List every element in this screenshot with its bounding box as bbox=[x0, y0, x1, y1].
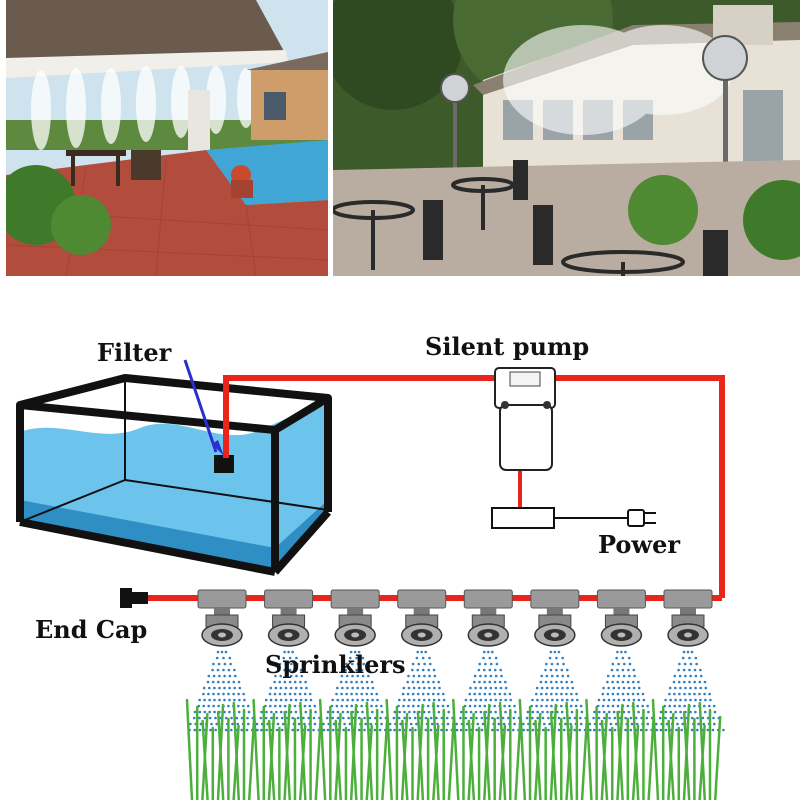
photo-patio-misting bbox=[6, 0, 328, 276]
tee-fitting bbox=[463, 589, 513, 609]
tee-fitting bbox=[397, 589, 447, 609]
tee-neck bbox=[680, 607, 696, 615]
tee-neck bbox=[546, 607, 563, 615]
tank-icon bbox=[16, 374, 332, 576]
sprinkler-nozzle-icon bbox=[334, 614, 376, 647]
grass-icon bbox=[318, 698, 389, 800]
grass-icon bbox=[185, 698, 256, 800]
garden-photo-art bbox=[333, 0, 800, 276]
tee-fitting bbox=[197, 589, 247, 609]
end-cap-label: End Cap bbox=[35, 615, 148, 644]
sprinkler-nozzle-icon bbox=[467, 614, 510, 647]
pump-icon bbox=[491, 367, 556, 529]
tee-neck bbox=[347, 607, 364, 615]
sprinkler-unit bbox=[388, 589, 459, 732]
spray-cone-icon bbox=[521, 650, 592, 732]
tee-neck bbox=[280, 607, 297, 615]
photo-garden-misting bbox=[333, 0, 800, 276]
grass-icon bbox=[252, 698, 323, 800]
sprinkler-unit bbox=[454, 589, 525, 732]
sprinkler-unit bbox=[587, 589, 659, 732]
sprinkler-unit bbox=[321, 589, 392, 732]
tee-fitting bbox=[330, 589, 380, 609]
filter-icon bbox=[214, 455, 234, 473]
tee-neck bbox=[613, 607, 630, 615]
sprinkler-unit bbox=[188, 589, 259, 732]
patio-photo-art bbox=[6, 0, 328, 276]
pump-label: Silent pump bbox=[425, 332, 590, 361]
grass-row bbox=[185, 698, 722, 800]
sprinkler-nozzle-icon bbox=[667, 614, 709, 647]
filter-arrow bbox=[183, 359, 224, 456]
sprinkler-nozzle-icon bbox=[267, 614, 310, 647]
tee-neck bbox=[413, 607, 430, 615]
sprinkler-nozzle-icon bbox=[534, 614, 576, 647]
grass-icon bbox=[385, 698, 456, 800]
spray-cone-icon bbox=[454, 650, 525, 732]
filter-label: Filter bbox=[97, 338, 172, 367]
power-label: Power bbox=[598, 530, 680, 559]
tee-neck bbox=[480, 607, 497, 615]
tee-fitting bbox=[596, 589, 646, 609]
grass-icon bbox=[585, 698, 655, 800]
sprinkler-row bbox=[188, 589, 725, 732]
misting-system-diagram bbox=[16, 359, 725, 800]
tee-fitting bbox=[663, 589, 713, 609]
tee-fitting bbox=[530, 589, 580, 609]
sprinkler-nozzle-icon bbox=[201, 614, 243, 647]
grass-icon bbox=[518, 698, 589, 800]
grass-icon bbox=[452, 698, 522, 800]
end-cap-icon bbox=[120, 588, 148, 608]
sprinkler-nozzle-icon bbox=[600, 614, 643, 647]
sprinkler-unit bbox=[654, 589, 725, 732]
spray-cone-icon bbox=[388, 650, 459, 732]
sprinklers-label: Sprinklers bbox=[265, 650, 406, 679]
tee-neck bbox=[214, 607, 230, 615]
sprinkler-nozzle-icon bbox=[400, 614, 443, 647]
grass-icon bbox=[651, 698, 722, 800]
power-plug-icon bbox=[554, 509, 656, 527]
sprinkler-unit bbox=[521, 589, 592, 732]
tee-fitting bbox=[264, 589, 314, 609]
